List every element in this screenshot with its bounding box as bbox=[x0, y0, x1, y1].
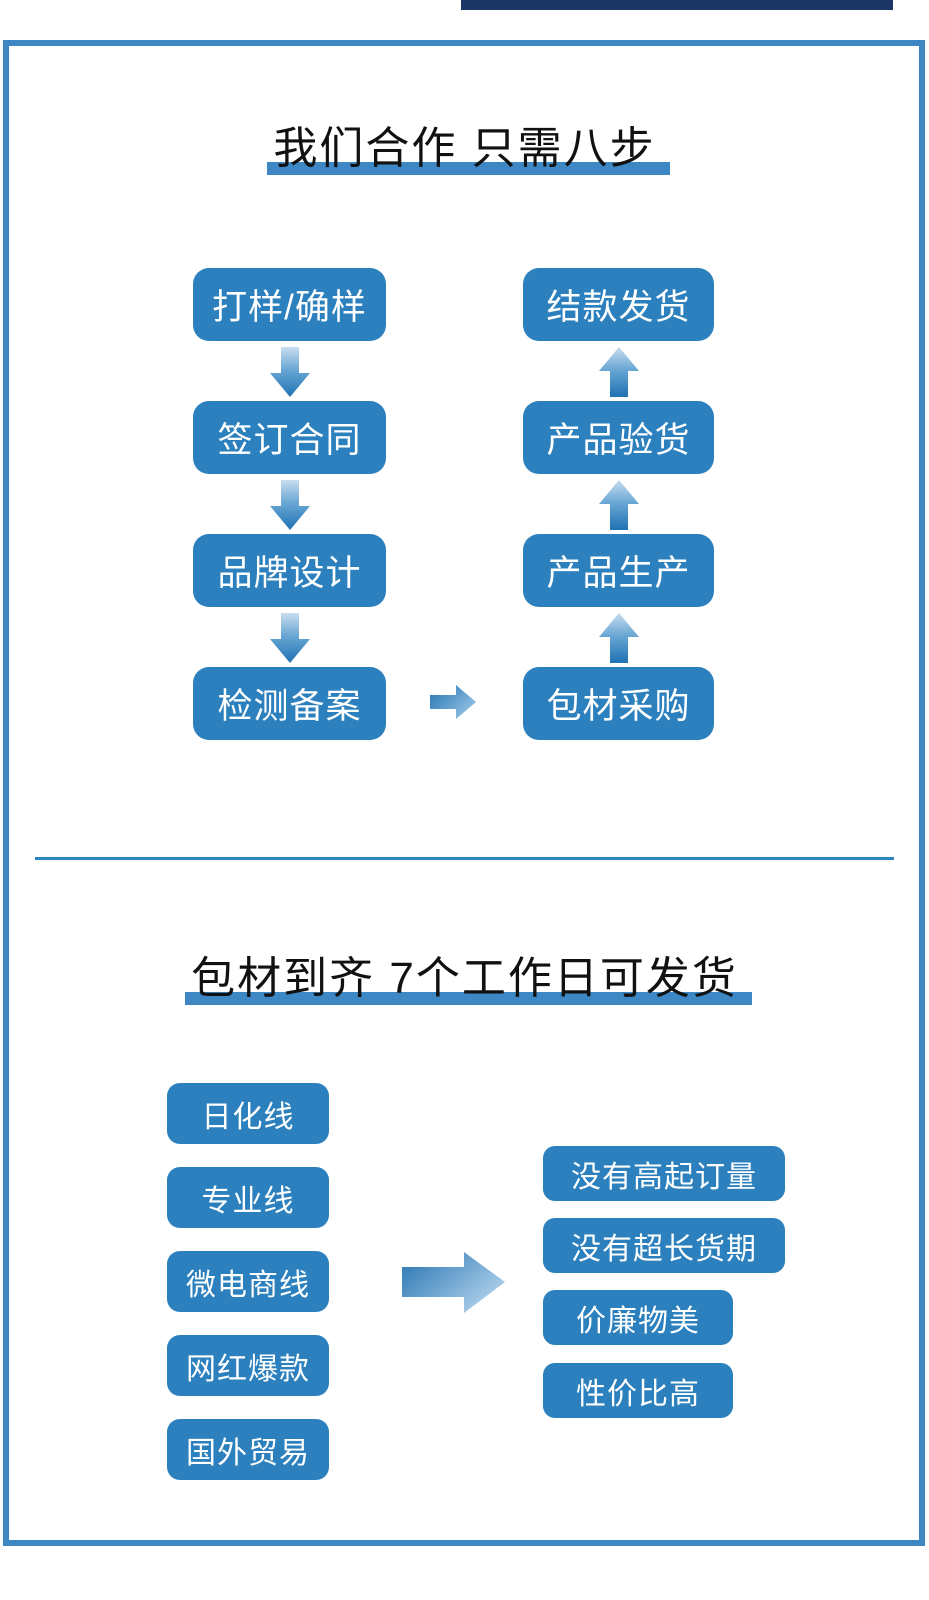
benefit-item: 价廉物美 bbox=[543, 1290, 733, 1345]
up-arrow-icon bbox=[597, 613, 641, 663]
content-frame-border bbox=[3, 40, 925, 1546]
process-step: 产品验货 bbox=[523, 401, 714, 474]
process-step: 签订合同 bbox=[193, 401, 386, 474]
down-arrow-icon bbox=[268, 480, 312, 530]
process-step: 品牌设计 bbox=[193, 534, 386, 607]
down-arrow-icon bbox=[268, 613, 312, 663]
product-line-item: 日化线 bbox=[167, 1083, 329, 1144]
process-title-text: 我们合作 只需八步 bbox=[273, 124, 656, 173]
delivery-title-text: 包材到齐 7个工作日可发货 bbox=[191, 954, 738, 1003]
process-step: 结款发货 bbox=[523, 268, 714, 341]
product-line-item: 网红爆款 bbox=[167, 1335, 329, 1396]
up-arrow-icon bbox=[597, 480, 641, 530]
section-divider bbox=[35, 857, 894, 860]
title-underline bbox=[185, 992, 752, 1005]
top-accent-bar bbox=[461, 0, 893, 10]
product-line-item: 微电商线 bbox=[167, 1251, 329, 1312]
delivery-section-title: 包材到齐 7个工作日可发货 bbox=[0, 942, 929, 1006]
process-section-title: 我们合作 只需八步 bbox=[0, 112, 929, 176]
process-step: 打样/确样 bbox=[193, 268, 386, 341]
product-line-item: 专业线 bbox=[167, 1167, 329, 1228]
title-underline bbox=[267, 162, 670, 175]
big-right-arrow-icon bbox=[402, 1250, 507, 1315]
process-step: 包材采购 bbox=[523, 667, 714, 740]
right-arrow-icon bbox=[430, 683, 477, 721]
down-arrow-icon bbox=[268, 347, 312, 397]
benefit-item: 没有高起订量 bbox=[543, 1146, 785, 1201]
process-step: 产品生产 bbox=[523, 534, 714, 607]
product-line-item: 国外贸易 bbox=[167, 1419, 329, 1480]
benefit-item: 没有超长货期 bbox=[543, 1218, 785, 1273]
process-step: 检测备案 bbox=[193, 667, 386, 740]
up-arrow-icon bbox=[597, 347, 641, 397]
benefit-item: 性价比高 bbox=[543, 1363, 733, 1418]
